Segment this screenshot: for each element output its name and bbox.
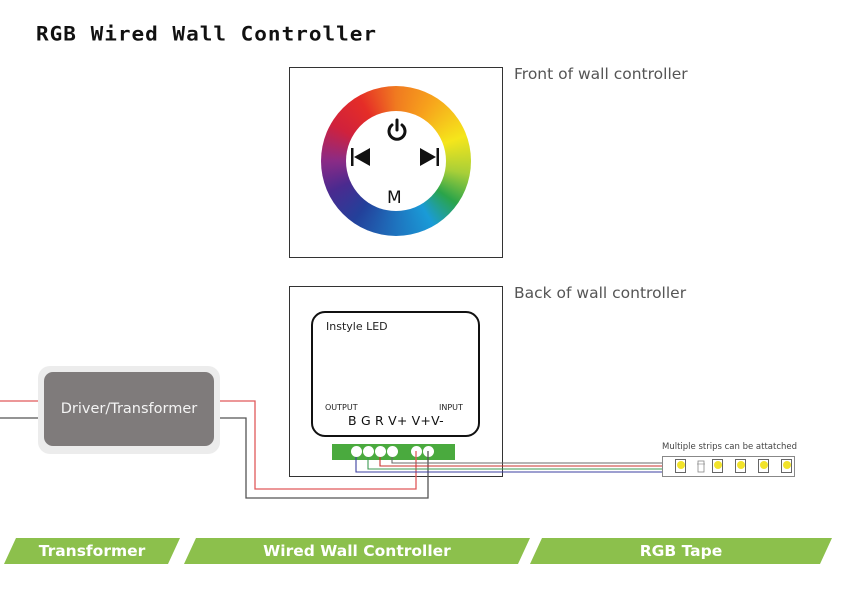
led-chip bbox=[735, 459, 746, 473]
banner-wired-wall-controller: Wired Wall Controller bbox=[184, 538, 530, 564]
banner-rgb-tape: RGB Tape bbox=[530, 538, 832, 564]
brand-label: Instyle LED bbox=[326, 320, 388, 333]
blue-wire bbox=[355, 457, 668, 473]
terminal-pin-g bbox=[363, 446, 374, 457]
controller-label-panel bbox=[311, 311, 480, 437]
skip-previous-icon[interactable] bbox=[350, 147, 372, 167]
banner-transformer-label: Transformer bbox=[38, 542, 146, 560]
terminal-pin-b bbox=[351, 446, 362, 457]
mode-button[interactable]: M bbox=[387, 188, 402, 208]
back-caption: Back of wall controller bbox=[514, 284, 687, 302]
terminal-pin-r bbox=[375, 446, 386, 457]
dc-positive-wire bbox=[214, 400, 417, 490]
led-chip bbox=[758, 459, 769, 473]
driver-label: Driver/Transformer bbox=[60, 401, 198, 417]
output-label: OUTPUT bbox=[325, 403, 358, 412]
power-icon[interactable] bbox=[385, 118, 409, 142]
front-caption: Front of wall controller bbox=[514, 65, 688, 83]
driver-transformer: Driver/Transformer bbox=[44, 372, 214, 446]
common-positive-wire bbox=[391, 457, 668, 464]
skip-next-icon[interactable] bbox=[418, 147, 440, 167]
red-wire bbox=[379, 457, 668, 467]
led-chip bbox=[675, 459, 686, 473]
terminal-pin-vplus-out bbox=[387, 446, 398, 457]
resistor-icon bbox=[697, 460, 705, 473]
input-label: INPUT bbox=[439, 403, 463, 412]
led-chip bbox=[781, 459, 792, 473]
page-title: RGB Wired Wall Controller bbox=[36, 22, 378, 46]
green-wire bbox=[367, 457, 668, 470]
dc-negative-wire bbox=[214, 417, 429, 499]
led-chip bbox=[712, 459, 723, 473]
strip-note: Multiple strips can be attatched bbox=[662, 442, 798, 452]
banner-rgb-tape-label: RGB Tape bbox=[639, 542, 723, 560]
banner-transformer: Transformer bbox=[4, 538, 180, 564]
banner-controller-label: Wired Wall Controller bbox=[263, 542, 451, 560]
terminal-labels: B G R V+ V+V- bbox=[348, 413, 444, 428]
